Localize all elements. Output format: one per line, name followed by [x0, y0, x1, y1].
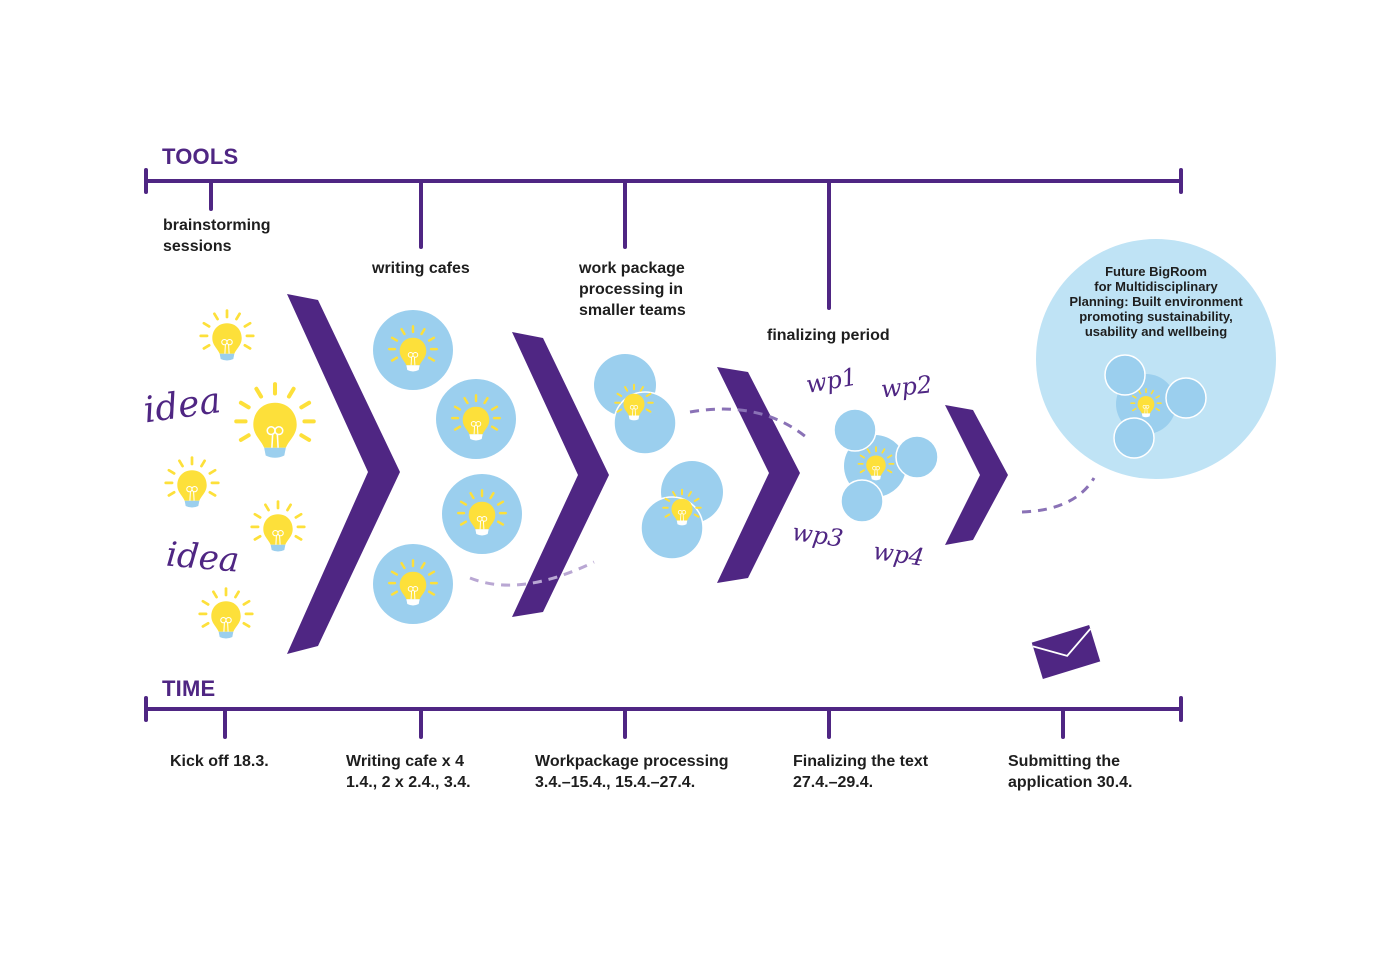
tool-label-line: processing in — [579, 281, 684, 298]
lightbulb-icon — [164, 456, 220, 509]
finalizing-cluster: wp1 wp2 wp3 wp4 — [790, 363, 939, 572]
tools-axis — [144, 168, 1183, 310]
tool-label-line: smaller teams — [579, 302, 686, 319]
tool-label-line: finalizing period — [767, 327, 890, 344]
tool-label-line: work package — [579, 260, 685, 277]
tool-label-brainstorming: brainstorming sessions — [163, 215, 271, 257]
tool-label-line: brainstorming — [163, 217, 271, 234]
goal-title: Future BigRoom for Multidisciplinary Pla… — [1046, 264, 1266, 339]
tool-label-line: sessions — [163, 238, 232, 255]
tool-label-writing-cafes: writing cafes — [372, 258, 470, 279]
goal-title-line: Planning: Built environment — [1069, 294, 1243, 309]
lightbulb-icon — [236, 384, 314, 458]
time-label-line: 27.4.–29.4. — [793, 774, 874, 791]
time-label-line: Writing cafe x 4 — [346, 753, 464, 770]
tool-label-work-package: work package processing in smaller teams — [579, 258, 686, 321]
wp-circle — [833, 408, 877, 452]
goal-title-line: for Multidisciplinary — [1094, 279, 1218, 294]
wp2-label: wp2 — [880, 370, 934, 403]
time-label-submitting: Submitting the application 30.4. — [1008, 751, 1132, 793]
time-label-line: 1.4., 2 x 2.4., 3.4. — [346, 774, 471, 791]
idea-handwritten: idea — [141, 380, 223, 431]
time-label-line: Workpackage processing — [535, 753, 729, 770]
goal-circle — [1036, 239, 1276, 479]
team-circle — [613, 391, 677, 455]
wp4-label: wp4 — [871, 537, 926, 572]
time-label-line: Submitting the — [1008, 753, 1120, 770]
time-heading: TIME — [162, 676, 216, 701]
goal-background — [1036, 239, 1276, 479]
writing-cafe-circles — [373, 310, 522, 624]
dashed-connector — [689, 407, 807, 439]
time-label-line: 3.4.–15.4., 15.4.–27.4. — [535, 774, 696, 791]
time-label-kickoff: Kick off 18.3. — [170, 751, 269, 772]
wp-circle — [895, 435, 939, 479]
wp3-label: wp3 — [790, 518, 845, 553]
time-label-line: Kick off 18.3. — [170, 753, 269, 770]
tool-label-finalizing: finalizing period — [767, 325, 890, 346]
lightbulb-icon — [199, 309, 255, 362]
chevron-right-icon — [512, 332, 609, 617]
time-label-line: application 30.4. — [1008, 774, 1133, 791]
goal-wp-circle — [1165, 377, 1207, 419]
idea-handwritten: idea — [165, 535, 241, 581]
work-package-teams — [594, 354, 723, 560]
wp1-label: wp1 — [804, 363, 859, 399]
goal-title-line: usability and wellbeing — [1084, 324, 1228, 339]
chevron-right-icon — [717, 367, 800, 583]
dashed-connector — [1021, 477, 1096, 514]
time-label-line: Finalizing the text — [793, 753, 929, 770]
time-label-finalizing: Finalizing the text 27.4.–29.4. — [793, 751, 928, 793]
tools-heading: TOOLS — [162, 144, 239, 169]
goal-wp-circle — [1113, 417, 1155, 459]
time-axis — [144, 696, 1183, 739]
chevron-right-icon — [945, 405, 1008, 545]
goal-title-line: promoting sustainability, — [1079, 309, 1233, 324]
time-label-writing-cafe: Writing cafe x 4 1.4., 2 x 2.4., 3.4. — [346, 751, 471, 793]
wp-circle — [840, 479, 884, 523]
brainstorming-bulbs: idea idea — [141, 309, 314, 640]
goal-wp-circle — [1104, 354, 1146, 396]
chevron-right-icon — [287, 294, 400, 654]
tool-label-line: writing cafes — [372, 260, 470, 277]
lightbulb-icon — [198, 587, 254, 640]
envelope-icon — [1031, 625, 1101, 679]
lightbulb-icon — [250, 500, 306, 553]
goal-title-line: Future BigRoom — [1105, 264, 1207, 279]
time-label-workpackage: Workpackage processing 3.4.–15.4., 15.4.… — [535, 751, 729, 793]
dashed-connector — [469, 560, 595, 587]
